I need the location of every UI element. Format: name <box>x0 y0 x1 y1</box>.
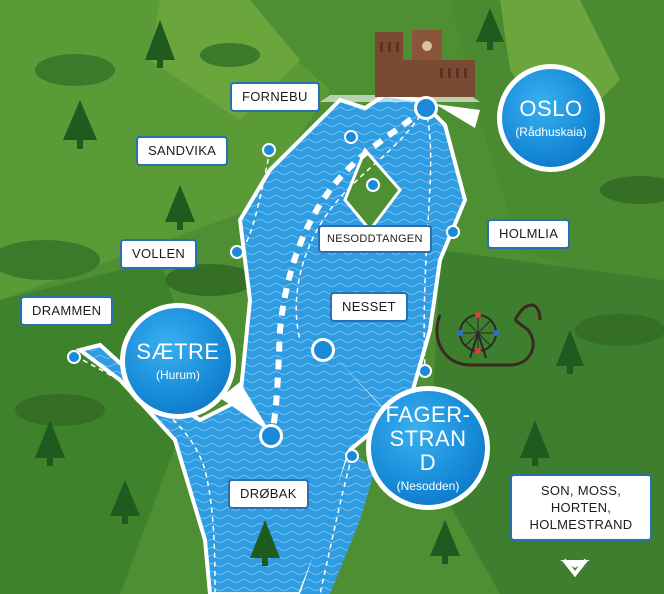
hill <box>575 314 664 346</box>
pine-tree-icon <box>63 100 97 149</box>
fjord-south-channel <box>300 450 375 594</box>
hill <box>165 264 255 296</box>
stop-label-holmlia[interactable]: HOLMLIA <box>487 219 571 249</box>
route-line <box>319 455 353 594</box>
callout-pointer <box>330 352 395 420</box>
callout-pointer <box>220 382 270 432</box>
hill <box>35 54 115 86</box>
stop-dot-sandvika[interactable] <box>262 143 276 157</box>
pine-tree-icon <box>556 330 584 374</box>
chevron-down-icon[interactable] <box>560 556 590 580</box>
hub-name-fagerstrand: FAGER-STRAND <box>385 402 471 475</box>
hub-bubble-saetre[interactable]: SÆTRE (Hurum) <box>120 303 236 419</box>
hub-name-oslo: OSLO <box>519 96 583 121</box>
hub-sub-saetre: (Hurum) <box>156 368 200 382</box>
route-line <box>423 107 432 371</box>
hill <box>0 240 100 280</box>
ferris-wheel-icon <box>435 303 542 367</box>
hill <box>600 176 664 204</box>
stop-label-drammen[interactable]: DRAMMEN <box>20 296 114 326</box>
hub-name-saetre: SÆTRE <box>136 339 220 364</box>
hill <box>200 43 260 67</box>
stop-dot-oslo[interactable] <box>414 96 438 120</box>
stop-dot-drammen[interactable] <box>67 350 81 364</box>
pine-tree-icon <box>476 8 504 50</box>
pine-tree-icon <box>430 520 460 564</box>
stop-dot-vollen[interactable] <box>230 245 244 259</box>
stop-dot-fagerstrand-hub[interactable] <box>259 424 283 448</box>
callout-pointer <box>435 104 480 128</box>
pine-tree-icon <box>145 20 175 68</box>
stop-label-sandvika[interactable]: SANDVIKA <box>136 136 229 166</box>
hub-bubble-oslo[interactable]: OSLO (Rådhuskaia) <box>497 64 605 172</box>
stop-label-south-destinations[interactable]: SON, MOSS, HORTEN, HOLMESTRAND <box>510 474 652 541</box>
stop-dot-nesoddtangen[interactable] <box>366 178 380 192</box>
stop-dot-drobak[interactable] <box>345 449 359 463</box>
city-hall-icon <box>320 30 480 102</box>
stop-dot-fornebu[interactable] <box>344 130 358 144</box>
hill <box>15 394 105 426</box>
pine-tree-icon <box>520 420 550 466</box>
stop-label-fornebu[interactable]: FORNEBU <box>230 82 320 112</box>
main-route-line <box>269 105 427 436</box>
stop-dot-nesset[interactable] <box>418 364 432 378</box>
hub-sub-oslo: (Rådhuskaia) <box>515 125 587 139</box>
stop-dot-saetre-hub[interactable] <box>311 338 335 362</box>
pine-tree-icon <box>250 520 280 566</box>
route-line <box>295 107 426 341</box>
stop-label-nesset[interactable]: NESSET <box>330 292 408 322</box>
pine-tree-icon <box>110 480 140 524</box>
hub-sub-fagerstrand: (Nesodden) <box>396 479 460 493</box>
stop-label-vollen[interactable]: VOLLEN <box>120 239 198 269</box>
pine-tree-icon <box>35 420 65 466</box>
stop-dot-holmlia[interactable] <box>446 225 460 239</box>
stop-label-drobak[interactable]: DRØBAK <box>228 479 309 509</box>
hub-bubble-fagerstrand[interactable]: FAGER-STRAND (Nesodden) <box>366 386 490 510</box>
pine-tree-icon <box>165 185 195 230</box>
stop-label-nesoddtangen[interactable]: NESODDTANGEN <box>318 225 432 253</box>
